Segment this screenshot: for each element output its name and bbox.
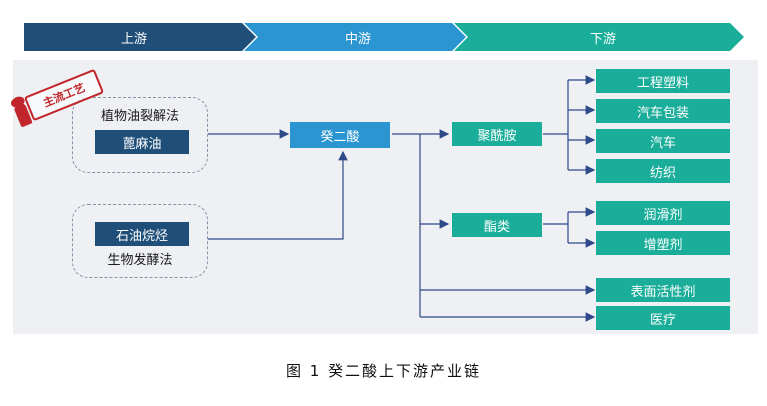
- petroleum-alkane-box: 石油烷烃: [95, 222, 189, 246]
- use-engineering-plastics: 工程塑料: [596, 69, 730, 93]
- midstream-chevron: [244, 23, 466, 51]
- figure-caption: 图 1 癸二酸上下游产业链: [285, 362, 482, 380]
- esters-box: 酯类: [452, 213, 542, 237]
- upstream-group-petroleum: [72, 204, 208, 278]
- stage-label-upstream: 上游: [120, 31, 147, 47]
- plant-oil-cracking-label: 植物油裂解法: [100, 108, 179, 124]
- stage-label-downstream: 下游: [589, 31, 616, 47]
- use-medical: 医疗: [596, 306, 730, 330]
- upstream-group-plant-oil: [72, 97, 208, 173]
- castor-oil-box: 蓖麻油: [95, 130, 189, 154]
- downstream-chevron: [454, 23, 744, 51]
- use-automobile: 汽车: [596, 129, 730, 153]
- use-plasticizer: 增塑剂: [596, 231, 730, 255]
- use-auto-packaging: 汽车包装: [596, 99, 730, 123]
- use-lubricant: 润滑剂: [596, 201, 730, 225]
- sebacic-acid-box: 癸二酸: [290, 122, 390, 148]
- use-surfactant: 表面活性剂: [596, 278, 730, 302]
- stage-banner: [24, 23, 744, 51]
- use-textile: 纺织: [596, 159, 730, 183]
- stage-label-midstream: 中游: [344, 31, 371, 47]
- upstream-chevron: [24, 23, 256, 51]
- bio-fermentation-label: 生物发酵法: [107, 252, 173, 268]
- polyamide-box: 聚酰胺: [452, 122, 542, 146]
- arrow-alkane-to-sebacic: [208, 150, 348, 240]
